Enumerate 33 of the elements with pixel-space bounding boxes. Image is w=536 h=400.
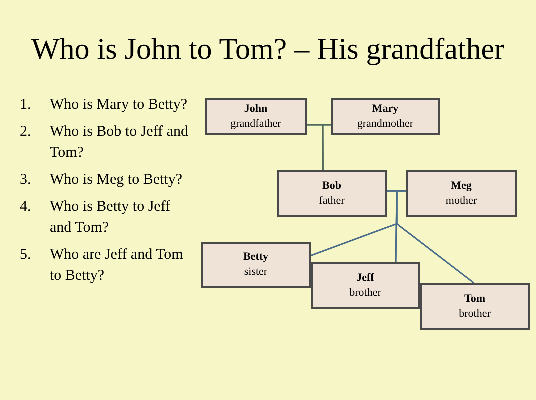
person-box bbox=[406, 170, 517, 217]
relation-text: grandmother bbox=[357, 116, 414, 132]
person-name: Mary bbox=[372, 102, 399, 116]
relation-text: brother bbox=[350, 286, 382, 300]
title: Who is John to Tom? – His grandfather bbox=[31, 33, 505, 66]
list-number: 2. bbox=[20, 123, 32, 142]
relation-text: mother bbox=[446, 194, 478, 208]
person-name: Bob bbox=[322, 178, 342, 194]
list-number: 4. bbox=[20, 198, 32, 217]
person-name: Meg bbox=[451, 178, 472, 194]
person-box bbox=[331, 98, 440, 135]
person-name: John bbox=[244, 102, 268, 116]
list-number: 1. bbox=[20, 96, 32, 115]
person-box bbox=[205, 98, 307, 135]
person-box bbox=[201, 242, 311, 288]
person-name: Betty bbox=[243, 250, 269, 265]
person-name: Tom bbox=[464, 292, 486, 306]
question-text: Who is Betty to Jeff and Tom? bbox=[50, 198, 172, 238]
relation-text: sister bbox=[244, 265, 268, 280]
list-number: 3. bbox=[20, 171, 32, 190]
list-number: 5. bbox=[20, 246, 32, 265]
question-text: Who are Jeff and Tom to Betty? bbox=[50, 246, 184, 286]
relation-text: grandfather bbox=[230, 116, 282, 132]
relation-text: father bbox=[319, 194, 345, 208]
question-text: Who is Mary to Betty? bbox=[50, 96, 188, 115]
relation-text: brother bbox=[459, 306, 491, 322]
person-box bbox=[277, 170, 387, 217]
question-text: Who is Bob to Jeff and Tom? bbox=[50, 123, 190, 163]
person-box bbox=[311, 262, 420, 309]
person-name: Jeff bbox=[356, 270, 374, 286]
family-line bbox=[322, 124, 331, 170]
person-box bbox=[420, 283, 530, 330]
question-text: Who is Meg to Betty? bbox=[50, 171, 182, 190]
